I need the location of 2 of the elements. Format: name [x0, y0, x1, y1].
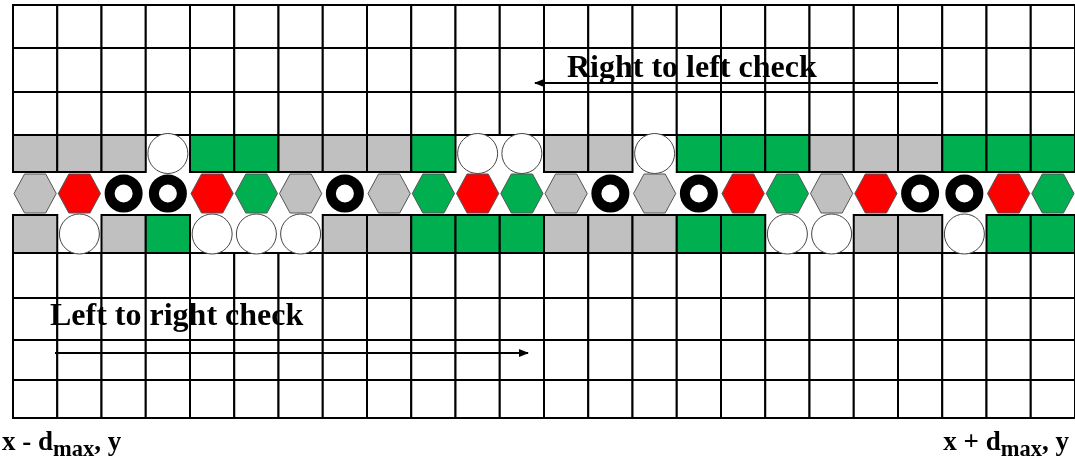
coordinate-label: x - d$_{max}$, y	[2, 428, 122, 461]
coordinate-label: x + d$_{max}$, y	[943, 428, 1069, 461]
